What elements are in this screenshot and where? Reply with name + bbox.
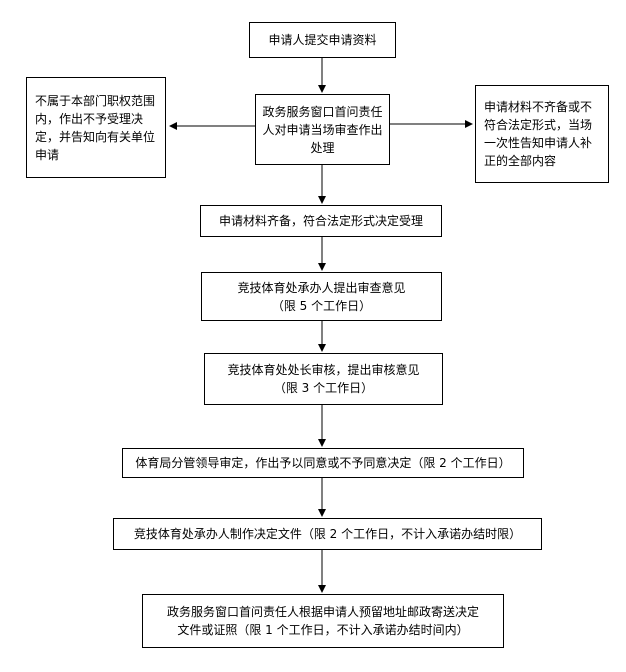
node-handler-opinion-line2: （限 5 个工作日） [271,298,372,313]
node-leader-decision-text: 体育局分管领导审定，作出予以同意或不予同意决定（限 2 个工作日） [135,456,511,470]
node-deliver-line2: 文件或证照（限 1 个工作日，不计入承诺办结时间内） [177,623,469,637]
node-accept-text: 申请材料齐备，符合法定形式决定受理 [218,214,423,228]
node-chief-review-line2: （限 3 个工作日） [273,381,374,395]
node-incomplete: 申请材料不齐备或不符合法定形式，当场一次性告知申请人补正的全部内容 [475,85,609,183]
node-chief-review: 竞技体育处处长审核，提出审核意见 （限 3 个工作日） [204,353,443,405]
node-deliver-line1: 政务服务窗口首问责任人根据申请人预留地址邮政寄送决定 [166,605,479,619]
node-submit-text: 申请人提交申请资料 [268,33,377,47]
node-not-in-scope-text: 不属于本部门职权范围内，作出不予受理决定，并告知向有关单位申请 [35,93,156,162]
node-chief-review-line1: 竞技体育处处长审核，提出审核意见 [227,363,420,377]
node-incomplete-text: 申请材料不齐备或不符合法定形式，当场一次性告知申请人补正的全部内容 [484,100,593,168]
node-make-document-text: 竞技体育处承办人制作决定文件（限 2 个工作日，不计入承诺办结时限） [133,527,522,541]
node-window-review: 政务服务窗口首问责任人对申请当场审查作出处理 [255,94,390,165]
node-submit: 申请人提交申请资料 [249,22,396,58]
node-accept: 申请材料齐备，符合法定形式决定受理 [200,205,442,237]
node-handler-opinion-line1: 竞技体育处承办人提出审查意见 [237,280,406,295]
node-handler-opinion: 竞技体育处承办人提出审查意见 （限 5 个工作日） [201,272,442,321]
node-not-in-scope: 不属于本部门职权范围内，作出不予受理决定，并告知向有关单位申请 [26,77,166,178]
node-deliver: 政务服务窗口首问责任人根据申请人预留地址邮政寄送决定 文件或证照（限 1 个工作… [142,594,504,648]
node-leader-decision: 体育局分管领导审定，作出予以同意或不予同意决定（限 2 个工作日） [122,448,524,478]
node-window-review-text: 政务服务窗口首问责任人对申请当场审查作出处理 [262,104,383,155]
node-make-document: 竞技体育处承办人制作决定文件（限 2 个工作日，不计入承诺办结时限） [113,518,542,550]
